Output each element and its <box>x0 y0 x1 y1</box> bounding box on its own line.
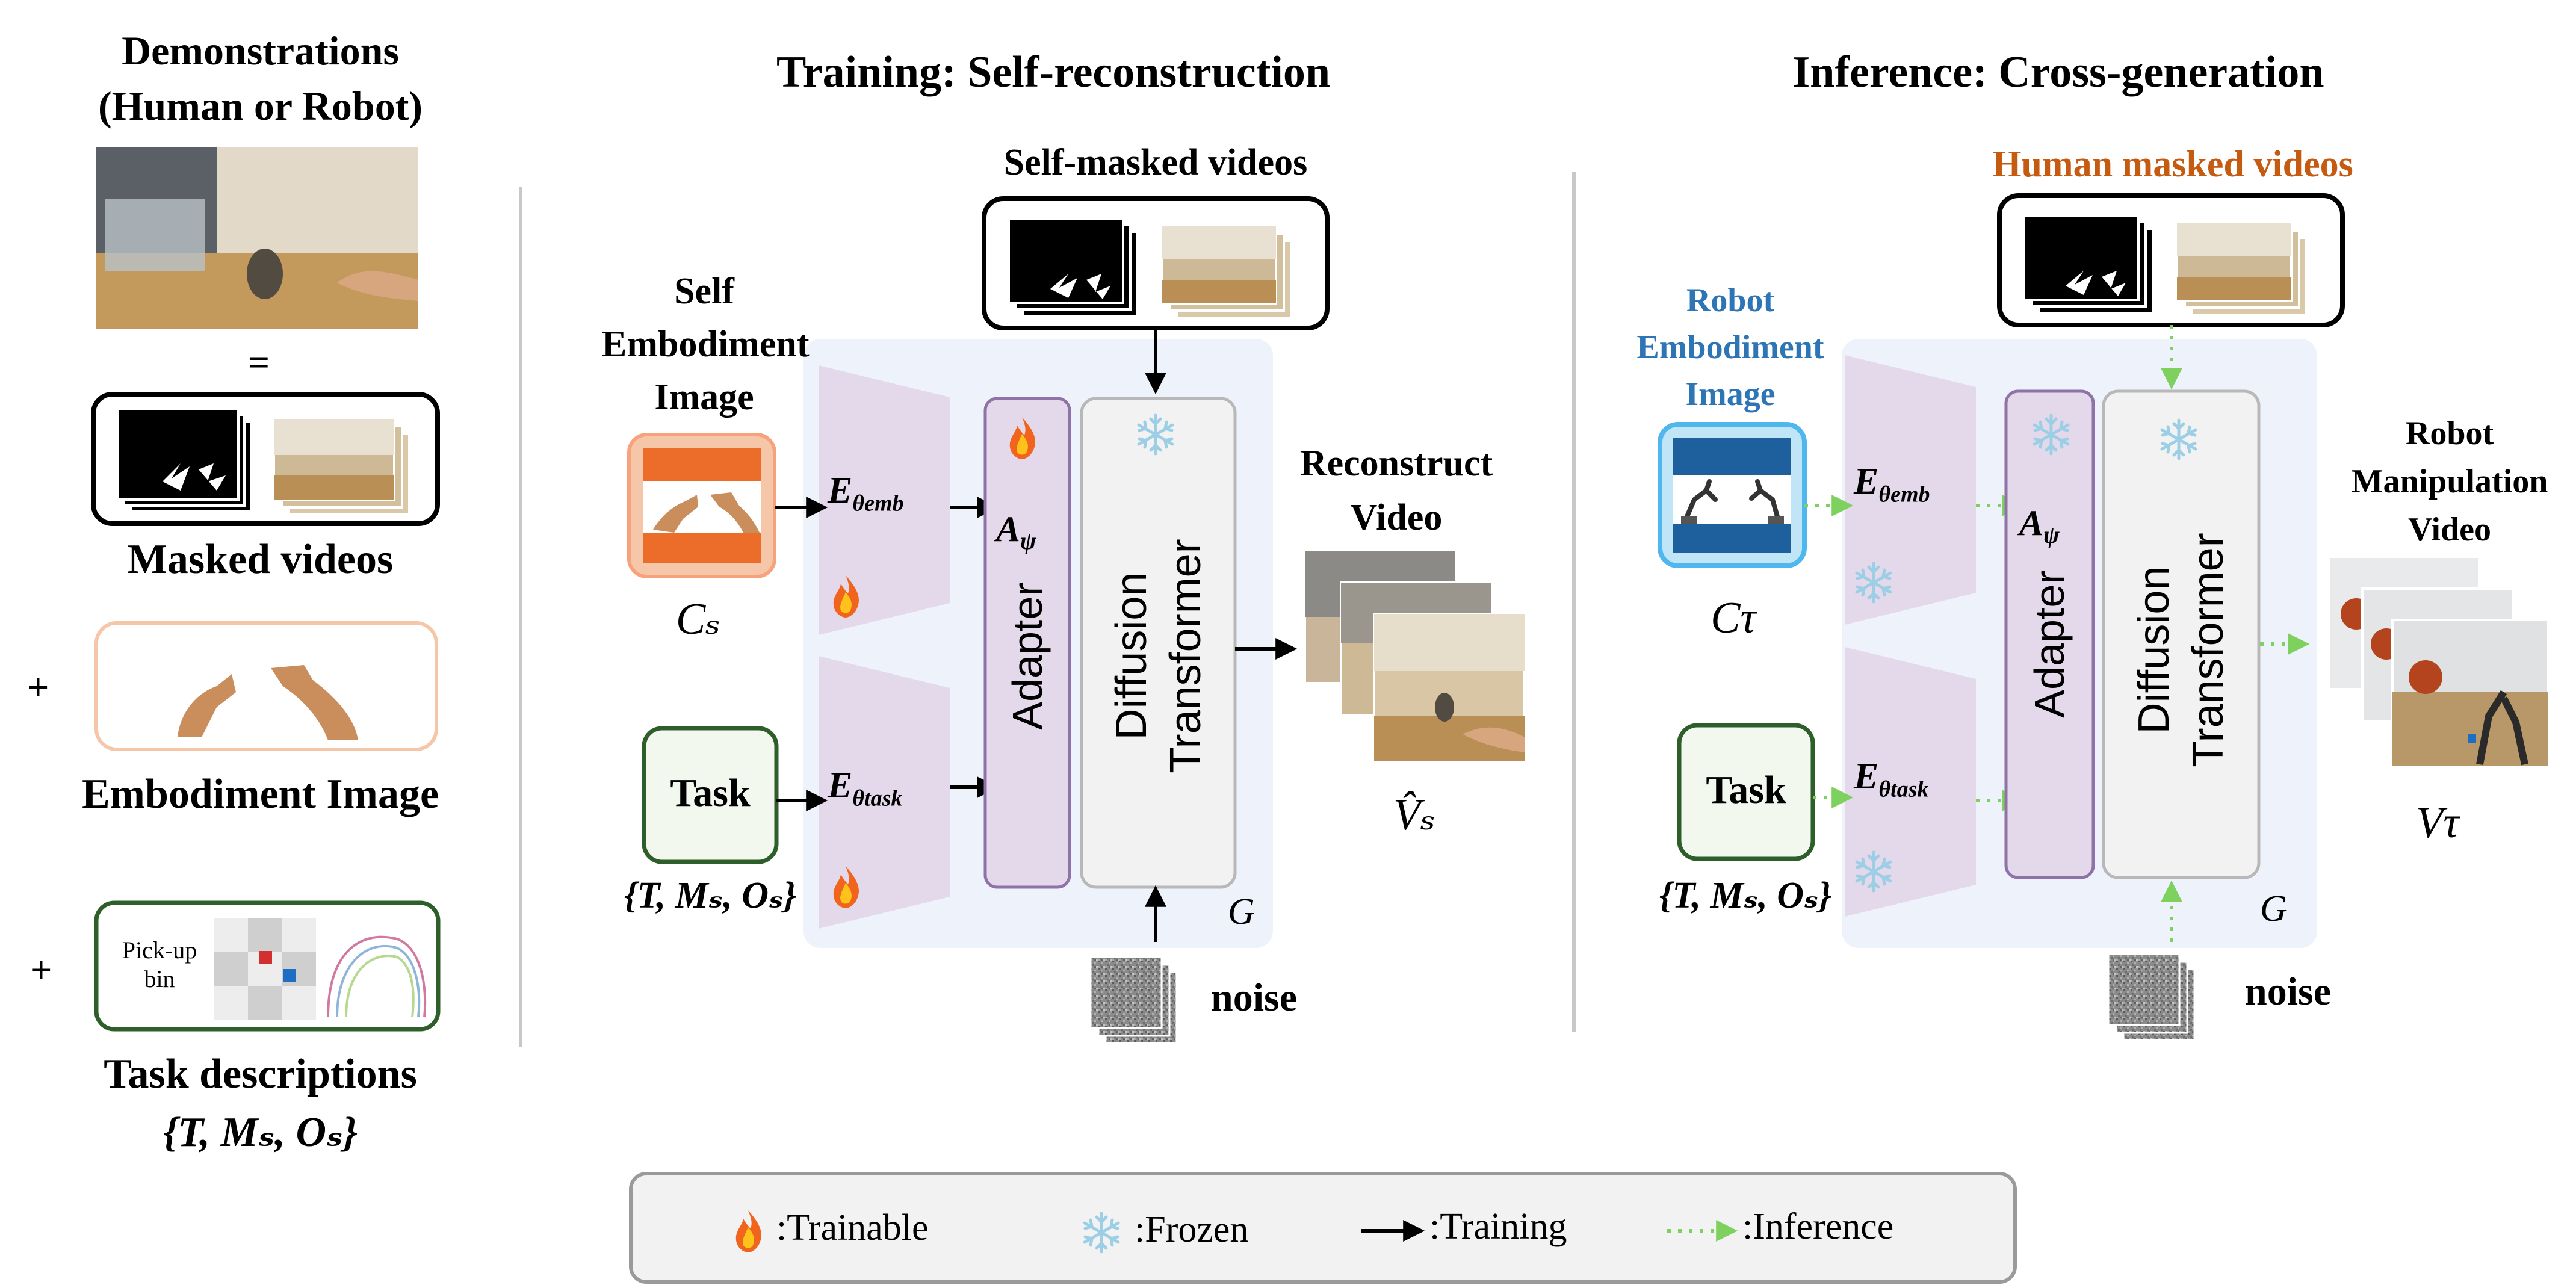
task-encoder-inference <box>1845 647 1976 917</box>
adapter-block-inference <box>2004 389 2095 879</box>
task-box-label-training: Task <box>670 771 751 815</box>
embodiment-encoder-training <box>819 365 950 635</box>
task-formula-left: {T, Mₛ, Oₛ} <box>163 1109 358 1156</box>
adapter-symbol: A <box>2019 503 2044 543</box>
self-masked-videos-title: Self-masked videos <box>1003 142 1308 183</box>
masked-videos-label: Masked videos <box>127 536 394 583</box>
task-box-label-inference: Task <box>1706 768 1786 812</box>
enc-task-label-training: Eθtask <box>828 764 902 811</box>
embodiment-encoder-inference <box>1845 355 1976 625</box>
task-formula-inference: {T, Mₛ, Oₛ} <box>1659 875 1832 916</box>
demos-title: Demonstrations (Human or Robot) <box>42 23 478 134</box>
task-descriptions-label: Task descriptions <box>104 1051 417 1097</box>
adapter-block-training <box>983 397 1071 889</box>
task-card-text-line2: bin <box>144 965 175 992</box>
legend-box <box>629 1172 2017 1284</box>
enc-emb-symbol: E <box>828 470 853 511</box>
cond-symbol-ctau: Cτ <box>1711 593 1756 643</box>
plus-sign-task: + <box>30 949 52 991</box>
enc-task-subscript: θtask <box>1878 776 1929 802</box>
output-symbol-inference: Vτ <box>2416 798 2459 847</box>
adapter-symbol-inference: Aψ <box>2019 503 2060 549</box>
demos-title-line1: Demonstrations <box>122 28 399 73</box>
robot-embodiment-title-line2: Embodiment <box>1636 329 1824 366</box>
g-label-training: G <box>1228 891 1255 932</box>
human-masked-videos-card <box>1997 193 2345 327</box>
self-embodiment-title-line2: Embodiment <box>602 324 810 365</box>
enc-task-symbol: E <box>828 765 853 806</box>
dit-label-line2: Transformer <box>1162 539 1210 773</box>
self-embodiment-title: Self Embodiment Image <box>602 265 810 424</box>
task-card-text-line1: Pick-up <box>122 937 197 964</box>
task-formula-training: {T, Mₛ, Oₛ} <box>624 875 797 916</box>
enc-emb-subscript: θemb <box>1878 481 1930 507</box>
enc-task-subscript: θtask <box>852 785 903 811</box>
reconstruct-video-title-line2: Video <box>1350 497 1443 538</box>
enc-task-label-inference: Eθtask <box>1854 755 1928 802</box>
dit-label-line1: Diffusion <box>1107 572 1156 740</box>
equals-sign: = <box>247 341 270 383</box>
robot-video-title-line3: Video <box>2408 511 2491 548</box>
human-masked-videos-title: Human masked videos <box>1992 144 2353 185</box>
g-label-inference: G <box>2260 888 2287 929</box>
adapter-symbol: A <box>996 509 1021 549</box>
adapter-subscript: ψ <box>1020 527 1036 554</box>
task-box-inference <box>1677 723 1815 861</box>
enc-emb-subscript: θemb <box>852 491 904 516</box>
legend-inference-label: :Inference <box>1742 1206 1894 1247</box>
robot-video-title: Robot Manipulation Video <box>2329 409 2570 554</box>
self-embodiment-title-line1: Self <box>674 271 734 312</box>
enc-emb-label-training: Eθemb <box>828 469 904 516</box>
task-box-training <box>642 726 779 864</box>
robot-embodiment-image <box>1658 422 1807 568</box>
robot-video-title-line1: Robot <box>2405 415 2494 452</box>
reconstruct-video-frames <box>1304 550 1526 763</box>
dit-label-line1: Diffusion <box>2130 566 2178 734</box>
dit-label-inference: Diffusion Transformer <box>2127 469 2235 831</box>
robot-embodiment-title: Robot Embodiment Image <box>1613 277 1848 418</box>
self-masked-videos-card <box>982 196 1330 330</box>
cond-symbol-cs: Cₛ <box>675 595 721 644</box>
reconstruct-video-title-line1: Reconstruct <box>1299 443 1493 484</box>
adapter-subscript: ψ <box>2043 521 2060 548</box>
demos-title-line2: (Human or Robot) <box>98 83 423 129</box>
noise-label-training: noise <box>1211 976 1298 1020</box>
enc-task-symbol: E <box>1854 756 1879 797</box>
task-card-text: Pick-up bin <box>111 936 208 994</box>
task-description-card <box>94 900 441 1032</box>
dit-block-inference <box>2102 389 2261 879</box>
self-embodiment-image <box>627 433 776 578</box>
task-encoder-training <box>819 656 950 929</box>
legend-frozen-label: :Frozen <box>1135 1209 1249 1250</box>
plus-sign-embodiment: + <box>27 666 49 708</box>
adapter-symbol-training: Aψ <box>996 509 1036 555</box>
training-title: Training: Self-reconstruction <box>776 48 1331 97</box>
noise-stack-inference <box>2107 953 2196 1041</box>
reconstruct-video-title: Reconstruct Video <box>1270 436 1523 545</box>
demo-video-frame <box>96 147 418 329</box>
inference-title: Inference: Cross-generation <box>1792 48 2324 97</box>
dit-label-training: Diffusion Transformer <box>1104 475 1213 837</box>
legend-trainable-label: :Trainable <box>776 1207 929 1248</box>
output-symbol-training: V̂ₛ <box>1393 790 1436 840</box>
masked-videos-card <box>91 392 440 526</box>
dit-label-line2: Transformer <box>2184 533 2232 767</box>
legend-training-label: :Training <box>1429 1206 1567 1247</box>
adapter-label-inference: Adapter <box>2026 570 2073 718</box>
embodiment-image-label: Embodiment Image <box>81 771 439 817</box>
adapter-label-training: Adapter <box>1004 582 1051 730</box>
robot-video-frames <box>2328 556 2549 767</box>
robot-embodiment-title-line1: Robot <box>1686 282 1775 319</box>
noise-stack-training <box>1089 956 1178 1044</box>
embodiment-image-card <box>94 621 438 751</box>
robot-video-title-line2: Manipulation <box>2351 463 2548 500</box>
enc-emb-label-inference: Eθemb <box>1854 460 1930 507</box>
robot-embodiment-title-line3: Image <box>1685 376 1776 413</box>
noise-label-inference: noise <box>2245 970 2332 1014</box>
enc-emb-symbol: E <box>1854 461 1879 502</box>
self-embodiment-title-line3: Image <box>654 377 754 418</box>
